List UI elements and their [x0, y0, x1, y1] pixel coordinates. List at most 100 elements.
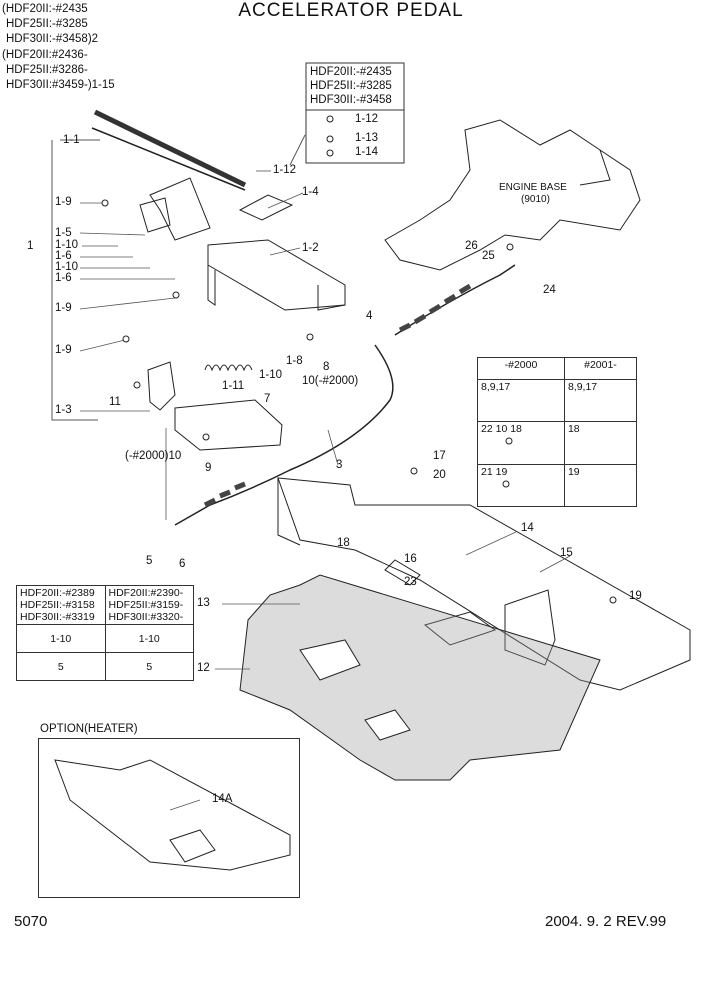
- callout-1-14: 1-14: [355, 146, 379, 158]
- callout-15: 15: [560, 547, 573, 559]
- callout-1-9: 1-9: [55, 196, 72, 208]
- serial-line: HDF25II:-#3158: [20, 599, 95, 611]
- serial-cell: 1-10: [104, 624, 194, 653]
- heater-option-plate: [54, 759, 291, 871]
- serial-line: HDF25II:-#3285: [310, 80, 392, 92]
- callout-6: 6: [179, 558, 186, 570]
- variant-cell: 18: [563, 421, 638, 465]
- variant-table: -#2000 #2001- 8,9,17 8,9,17 22 10 18 18 …: [477, 356, 638, 508]
- callout-11: 11: [109, 396, 121, 408]
- callout-14a: 14A: [212, 793, 233, 805]
- callout-9: 9: [205, 462, 212, 474]
- floor-frame: [277, 477, 691, 691]
- cable-3: [174, 344, 394, 526]
- variant-item: 18: [510, 423, 522, 436]
- plate-7: [174, 399, 283, 451]
- model-line: (HDF20II:-#2435: [2, 3, 88, 15]
- variant-item: 19: [495, 465, 508, 478]
- callout-12: 12: [197, 662, 210, 674]
- page-number: 5070: [14, 913, 48, 930]
- callout-1-3: 1-3: [55, 404, 72, 416]
- revision-date: 2004. 9. 2 REV.99: [545, 913, 667, 930]
- callout-1-10: 1-10: [55, 261, 79, 273]
- serial-cell: 5: [16, 652, 106, 681]
- callout-1-10: 1-10: [259, 369, 283, 381]
- callout-5: 5: [146, 555, 153, 567]
- callout-18: 18: [337, 537, 350, 549]
- rod-1-1: [93, 109, 247, 188]
- callout-3: 3: [336, 459, 343, 471]
- callout-23: 23: [404, 576, 417, 588]
- callout-1-1: 1-1: [63, 134, 80, 146]
- callout-25: 25: [482, 250, 495, 262]
- callout-1: 1: [27, 240, 34, 252]
- variant-item: 10: [495, 423, 508, 436]
- variant-col-header: #2001-: [563, 356, 638, 381]
- plate-1-4: [238, 194, 294, 221]
- callout-1-9: 1-9: [55, 302, 72, 314]
- floor-pad: [239, 574, 601, 781]
- callout-1-6: 1-6: [55, 272, 72, 284]
- callout-1-11: 1-11: [222, 380, 245, 392]
- callout-1-4: 1-4: [302, 186, 319, 198]
- lever-1-3: [147, 361, 176, 411]
- serial-line: HDF30II:-#3319: [20, 611, 95, 623]
- callout-1-12: 1-12: [273, 164, 297, 176]
- callout-1-12-box: 1-12: [355, 113, 379, 125]
- engine-base-number: (9010): [521, 194, 550, 205]
- variant-col-header: -#2000: [477, 356, 565, 381]
- callout-1-5: 1-5: [55, 227, 72, 239]
- bracket-1-2: [207, 239, 346, 311]
- callout-10: 10(-#2000): [302, 375, 359, 387]
- serial-line: HDF30II:-#3458: [310, 94, 392, 106]
- model-line: HDF30II:#3459-)1-15: [6, 79, 115, 91]
- variant-cell: 8,9,17: [477, 379, 565, 423]
- callout-1-2: 1-2: [302, 242, 319, 254]
- variant-cell: 8,9,17: [563, 379, 638, 423]
- callout-16: 16: [404, 553, 417, 565]
- engine-base-label: ENGINE BASE: [499, 182, 567, 193]
- serial-line: HDF20II:#2390-: [108, 587, 184, 599]
- callout-4: 4: [366, 310, 373, 322]
- variant-cell: 21 19: [477, 463, 565, 508]
- callout-1-13: 1-13: [355, 132, 379, 144]
- serial-line: HDF30II:#3320-: [108, 611, 184, 623]
- callout-26: 26: [465, 240, 478, 252]
- serial-cell: 5: [104, 652, 194, 681]
- variant-cell: 22 10 18: [477, 421, 565, 465]
- callout-13: 13: [197, 597, 210, 609]
- model-line: HDF25II:#3286-: [6, 64, 88, 76]
- serial-table: HDF20II:-#2389 HDF25II:-#3158 HDF30II:-#…: [16, 585, 194, 681]
- pedal-arm: [149, 177, 211, 241]
- callout-1-8: 1-8: [286, 355, 303, 367]
- serial-cell: 1-10: [16, 624, 106, 653]
- engine-base: [384, 119, 641, 271]
- spring-1-11: [204, 364, 253, 372]
- option-heater-label: OPTION(HEATER): [40, 723, 138, 735]
- option-heater-box: [38, 738, 300, 898]
- page-title: ACCELERATOR PEDAL: [238, 0, 464, 21]
- model-line: (HDF20II:#2436-: [2, 49, 88, 61]
- callout-20: 20: [433, 469, 446, 481]
- callout-1-10: 1-10: [55, 239, 79, 251]
- serial-right: HDF20II:#2390- HDF25II:#3159- HDF30II:#3…: [104, 585, 194, 625]
- callout-17: 17: [433, 450, 446, 462]
- callout-8: 8: [323, 361, 330, 373]
- serial-line: HDF25II:#3159-: [108, 599, 184, 611]
- variant-item: 22: [481, 423, 493, 436]
- model-line: HDF30II:-#3458)2: [6, 33, 99, 45]
- callout-14: 14: [521, 522, 534, 534]
- callout-19: 19: [629, 590, 642, 602]
- callout-7: 7: [264, 393, 271, 405]
- variant-item: 21: [481, 465, 493, 478]
- callout-1-6: 1-6: [55, 250, 72, 262]
- callout-1-9: 1-9: [55, 344, 72, 356]
- model-line: HDF25II:-#3285: [6, 18, 88, 30]
- serial-line: HDF20II:-#2389: [20, 587, 95, 599]
- callout-24: 24: [543, 284, 556, 296]
- serial-line: HDF20II:-#2435: [310, 66, 392, 78]
- variant-cell: 19: [563, 463, 638, 508]
- callout-10: (-#2000)10: [125, 450, 182, 462]
- serial-left: HDF20II:-#2389 HDF25II:-#3158 HDF30II:-#…: [16, 585, 106, 625]
